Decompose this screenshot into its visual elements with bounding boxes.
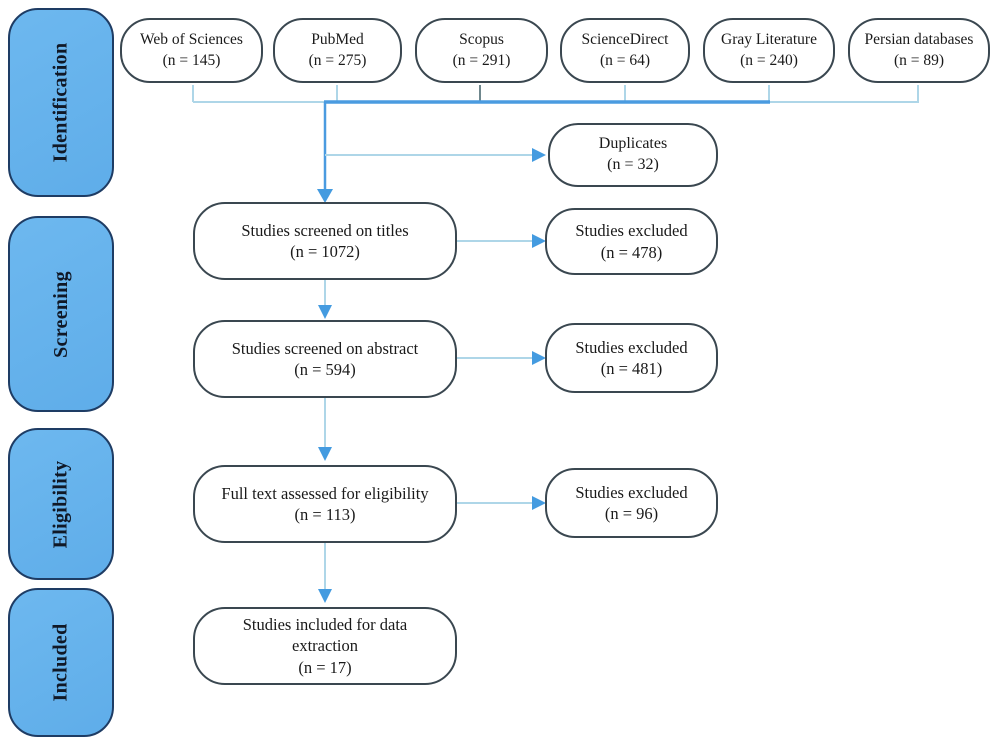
- source-count: (n = 240): [740, 51, 798, 69]
- screened-titles-box: Studies screened on titles (n = 1072): [193, 202, 457, 280]
- source-count: (n = 275): [308, 51, 367, 69]
- box-count: (n = 481): [600, 359, 663, 378]
- arrow-abstract-to-excluded: [532, 351, 546, 365]
- source-count: (n = 89): [893, 51, 945, 69]
- arrow-titles-to-excluded: [532, 234, 546, 248]
- box-label: Studies excluded: [575, 482, 688, 502]
- stage-included-label: Included: [49, 623, 72, 702]
- source-box-pubmed: PubMed (n = 275): [273, 18, 402, 83]
- source-box-web-of-sciences: Web of Sciences (n = 145): [120, 18, 263, 83]
- stage-identification: Identification: [8, 8, 114, 197]
- box-count: (n = 113): [294, 505, 356, 524]
- source-name: Persian databases: [864, 31, 974, 49]
- box-count: (n = 17): [298, 657, 352, 677]
- box-label: Studies included for data extraction: [242, 614, 408, 656]
- arrow-titles-to-abstract: [318, 305, 332, 319]
- box-count: (n = 1072): [290, 242, 360, 261]
- source-box-scopus: Scopus (n = 291): [415, 18, 548, 83]
- screened-abstract-box: Studies screened on abstract (n = 594): [193, 320, 457, 398]
- arrow-to-titles: [317, 189, 333, 203]
- box-label: Studies screened on abstract: [231, 338, 419, 358]
- source-name: PubMed: [311, 31, 364, 49]
- arrow-to-duplicates: [532, 148, 546, 162]
- source-name: Scopus: [459, 31, 504, 49]
- arrow-abstract-to-fulltext: [318, 447, 332, 461]
- source-name: Web of Sciences: [140, 31, 243, 49]
- source-count: (n = 64): [599, 51, 651, 69]
- box-label: Duplicates: [598, 135, 668, 153]
- box-label: Studies excluded: [575, 221, 688, 241]
- source-name: ScienceDirect: [581, 31, 669, 49]
- duplicates-box: Duplicates (n = 32): [548, 123, 718, 187]
- box-label: Full text assessed for eligibility: [221, 483, 429, 503]
- box-count: (n = 478): [600, 242, 663, 262]
- stage-screening: Screening: [8, 216, 114, 412]
- source-name: Gray Literature: [721, 31, 817, 49]
- source-count: (n = 145): [162, 51, 221, 69]
- arrow-fulltext-to-included: [318, 589, 332, 603]
- box-count: (n = 32): [607, 156, 659, 173]
- source-box-sciencedirect: ScienceDirect (n = 64): [560, 18, 690, 83]
- box-label: Studies screened on titles: [241, 220, 409, 240]
- stage-eligibility: Eligibility: [8, 428, 114, 580]
- included-box: Studies included for data extraction (n …: [193, 607, 457, 685]
- excluded-full-text-box: Studies excluded (n = 96): [545, 468, 718, 538]
- arrow-fulltext-to-excluded: [532, 496, 546, 510]
- stage-eligibility-label: Eligibility: [49, 460, 72, 548]
- box-count: (n = 96): [604, 504, 659, 523]
- full-text-box: Full text assessed for eligibility (n = …: [193, 465, 457, 543]
- box-count: (n = 594): [294, 360, 356, 379]
- box-label: Studies excluded: [575, 337, 688, 357]
- stage-screening-label: Screening: [49, 270, 72, 358]
- source-box-persian-databases: Persian databases (n = 89): [848, 18, 990, 83]
- source-count: (n = 291): [452, 51, 511, 69]
- source-box-gray-literature: Gray Literature (n = 240): [703, 18, 835, 83]
- excluded-abstract-box: Studies excluded (n = 481): [545, 323, 718, 393]
- excluded-titles-box: Studies excluded (n = 478): [545, 208, 718, 275]
- stage-included: Included: [8, 588, 114, 737]
- stage-identification-label: Identification: [49, 42, 72, 163]
